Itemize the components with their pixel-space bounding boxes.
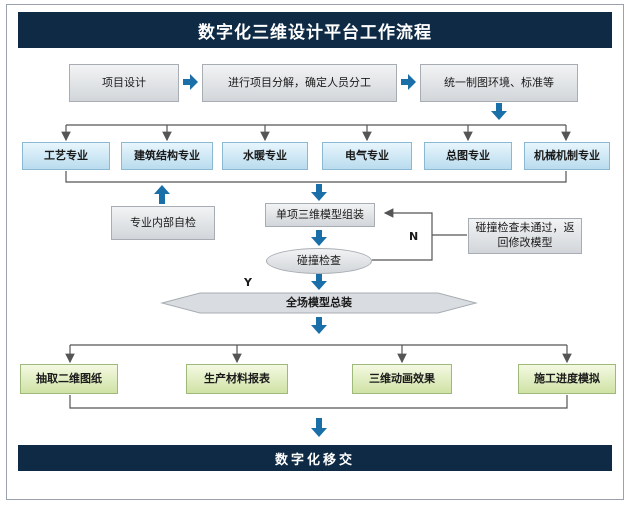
collision-check-ellipse: 碰撞检查: [266, 248, 372, 274]
feedback-n-line: [372, 208, 433, 261]
fat-arrow-right-1: [183, 74, 198, 90]
fat-arrow-down-to-full: [311, 274, 327, 290]
digital-handover-bar: 数字化移交: [18, 445, 612, 471]
fat-arrow-right-2: [401, 74, 416, 90]
step-project-design: 项目设计: [69, 64, 179, 102]
full-model-assembly-label: 全场模型总装: [286, 295, 352, 309]
fat-arrow-down-to-outputs: [311, 317, 327, 334]
diagram-frame: [6, 4, 624, 500]
discipline-process: 工艺专业: [22, 142, 110, 170]
output-material-report: 生产材料报表: [186, 364, 288, 394]
output-construction-simulation: 施工进度模拟: [518, 364, 616, 394]
fat-arrow-down-to-model: [311, 184, 327, 201]
fat-arrow-down-standards: [491, 103, 507, 120]
single-model-assembly-box: 单项三维模型组装: [265, 203, 375, 227]
fat-arrow-down-to-footer: [311, 418, 327, 437]
discipline-mechanical: 机械机制专业: [524, 142, 610, 170]
discipline-hvac-plumbing: 水暖专业: [222, 142, 308, 170]
page-title: 数字化三维设计平台工作流程: [18, 12, 612, 48]
output-collect-bus: [69, 395, 568, 409]
step-unified-standards: 统一制图环境、标准等: [420, 64, 578, 102]
fat-arrow-down-to-check: [311, 230, 327, 246]
discipline-architecture-structure: 建筑结构专业: [121, 142, 213, 170]
discipline-general-layout: 总图专业: [424, 142, 512, 170]
collect-bus: [65, 171, 567, 183]
label-no: N: [409, 230, 419, 243]
full-model-banner-shape: [160, 292, 478, 314]
discipline-electrical: 电气专业: [322, 142, 412, 170]
output-2d-drawings: 抽取二维图纸: [20, 364, 118, 394]
output-3d-animation: 三维动画效果: [352, 364, 452, 394]
self-check-box: 专业内部自检: [111, 206, 215, 240]
collision-fail-note: 碰撞检查未通过，返回修改模型: [468, 218, 582, 254]
step-task-breakdown: 进行项目分解，确定人员分工: [202, 64, 397, 102]
label-yes: Y: [244, 276, 252, 289]
fat-arrow-up-selfcheck: [154, 185, 170, 204]
